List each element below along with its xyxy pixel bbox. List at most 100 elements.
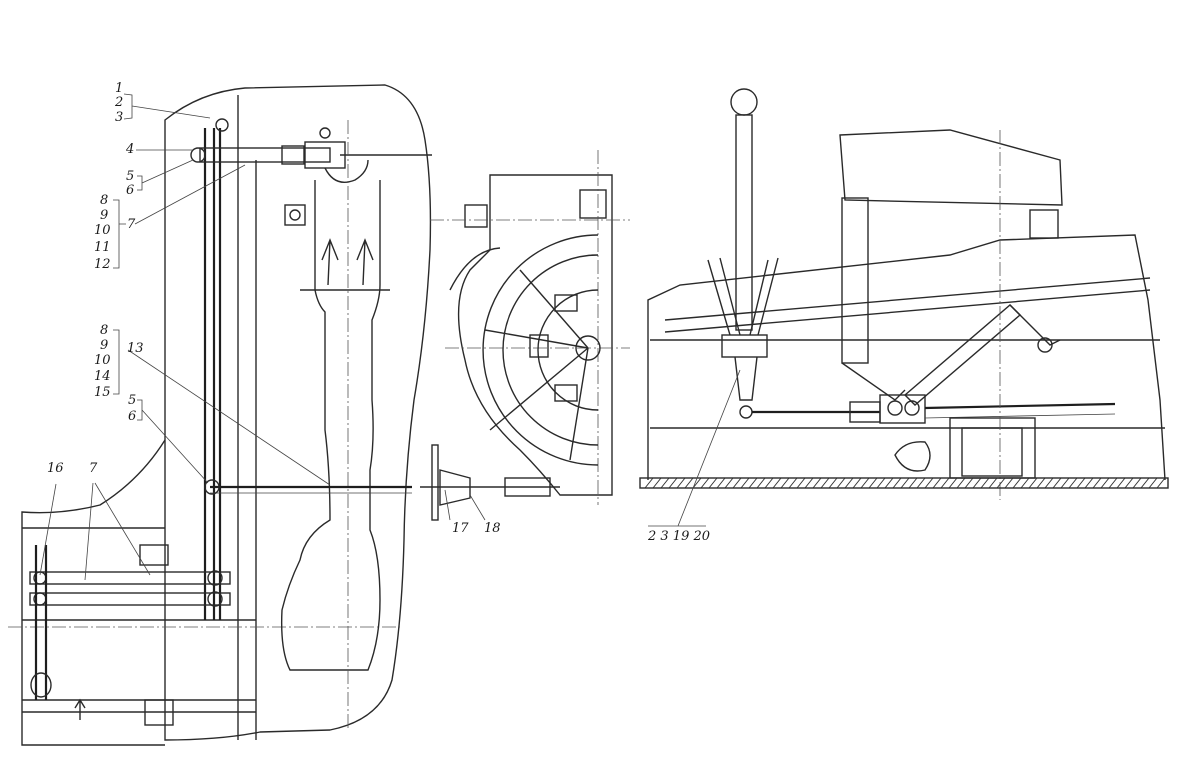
hatch-line	[1156, 477, 1166, 489]
seat-post	[841, 197, 869, 364]
hatch-line	[1116, 477, 1126, 489]
callout-9: 9	[100, 208, 108, 223]
hatch-line	[988, 477, 998, 489]
top-bracket	[579, 189, 607, 219]
hatch-line	[964, 477, 974, 489]
leader-7b-2	[94, 482, 151, 576]
hatch-line	[804, 477, 814, 489]
callout-8: 8	[100, 193, 108, 208]
hatch-line	[788, 477, 798, 489]
ground-hatching	[644, 477, 1166, 489]
callout-8b: 8	[100, 323, 108, 338]
callout-9b: 9	[100, 338, 108, 353]
hatch-line	[1044, 477, 1054, 489]
side-view	[639, 88, 1169, 500]
bellcrank-block	[879, 394, 926, 424]
callout-7b: 7	[89, 461, 98, 476]
leader-bracket-8-12	[113, 199, 126, 269]
leader-5-6	[137, 159, 194, 191]
flange-plate	[431, 444, 439, 521]
hatch-line	[732, 477, 742, 489]
hatch-line	[844, 477, 854, 489]
hatch-line	[1020, 477, 1030, 489]
callout-10b: 10	[94, 353, 111, 368]
hatch-line	[1132, 477, 1142, 489]
hatch-line	[1052, 477, 1062, 489]
sloped-beam	[664, 277, 1151, 321]
housing-boss	[464, 204, 488, 228]
steering-column	[280, 180, 381, 671]
hatch-line	[972, 477, 982, 489]
hatch-line	[1124, 477, 1134, 489]
hatch-line	[836, 477, 846, 489]
hatch-line	[668, 477, 678, 489]
callout-13: 13	[127, 341, 144, 356]
leader-lines	[39, 93, 741, 581]
hatch-line	[812, 477, 822, 489]
hatch-line	[876, 477, 886, 489]
seat-back	[839, 129, 1063, 206]
hatch-line	[820, 477, 830, 489]
hatch-line	[1148, 477, 1158, 489]
top-linkage-rod	[199, 147, 331, 163]
middle-pivot	[204, 479, 220, 495]
stick-base	[721, 334, 768, 358]
hatch-line	[756, 477, 766, 489]
stick-pivot	[734, 356, 758, 401]
fork-assembly	[304, 141, 346, 169]
callout-16: 16	[47, 461, 64, 476]
hatch-line	[940, 477, 950, 489]
hatch-line	[924, 477, 934, 489]
sloped-beam-2	[664, 289, 1151, 333]
callout-10: 10	[94, 223, 111, 238]
bracket-block	[1029, 209, 1059, 239]
leader-bracket-8-15	[113, 329, 120, 395]
lower-linkage-rod-2	[29, 592, 231, 606]
hatch-line	[948, 477, 958, 489]
bellcrank-bolt	[887, 400, 903, 416]
callout-5b: 5	[128, 393, 136, 408]
callout-14: 14	[94, 369, 111, 384]
control-stick	[735, 114, 753, 331]
hatch-line	[1012, 477, 1022, 489]
hatch-line	[908, 477, 918, 489]
flow-arrow-1	[321, 238, 339, 286]
stick-linkage	[707, 257, 741, 336]
diagonal-link-arm	[1009, 304, 1061, 346]
lower-joint	[207, 570, 223, 586]
lightening-hole	[529, 334, 549, 358]
top-bolt	[215, 118, 229, 132]
hatch-line	[892, 477, 902, 489]
ground-strip	[639, 477, 1169, 489]
hatch-line	[932, 477, 942, 489]
hatch-line	[1100, 477, 1110, 489]
callout-2: 2	[114, 95, 123, 110]
leader-5-6-b	[137, 399, 209, 484]
pulley	[894, 441, 931, 472]
side-bolt	[289, 209, 301, 221]
bellcrank-bolt	[904, 400, 920, 416]
leader-17	[444, 489, 451, 521]
hatch-line	[900, 477, 910, 489]
lightening-hole	[554, 384, 578, 402]
callout-numbers: 1 2 3 4 5 6 7 8 9 10 11 12 8 9 10 14 15 …	[47, 81, 710, 544]
sector-inner-arc	[537, 289, 599, 411]
yoke-curve	[324, 159, 369, 183]
hatch-line	[676, 477, 686, 489]
stick-linkage	[749, 257, 779, 336]
outer-hull-sweep	[21, 439, 166, 746]
long-push-rod	[924, 402, 1116, 410]
stick-pivot-bolt	[739, 405, 753, 419]
hatch-line	[780, 477, 790, 489]
hatch-line	[724, 477, 734, 489]
hatch-line	[956, 477, 966, 489]
hatch-line	[716, 477, 726, 489]
spoke	[484, 329, 589, 349]
fork-bolt	[319, 127, 331, 139]
adjuster	[281, 145, 305, 165]
hatch-line	[1076, 477, 1086, 489]
callout-7: 7	[127, 217, 136, 232]
hatch-line	[996, 477, 1006, 489]
pivot-joint	[190, 147, 206, 163]
spoke	[489, 347, 589, 431]
